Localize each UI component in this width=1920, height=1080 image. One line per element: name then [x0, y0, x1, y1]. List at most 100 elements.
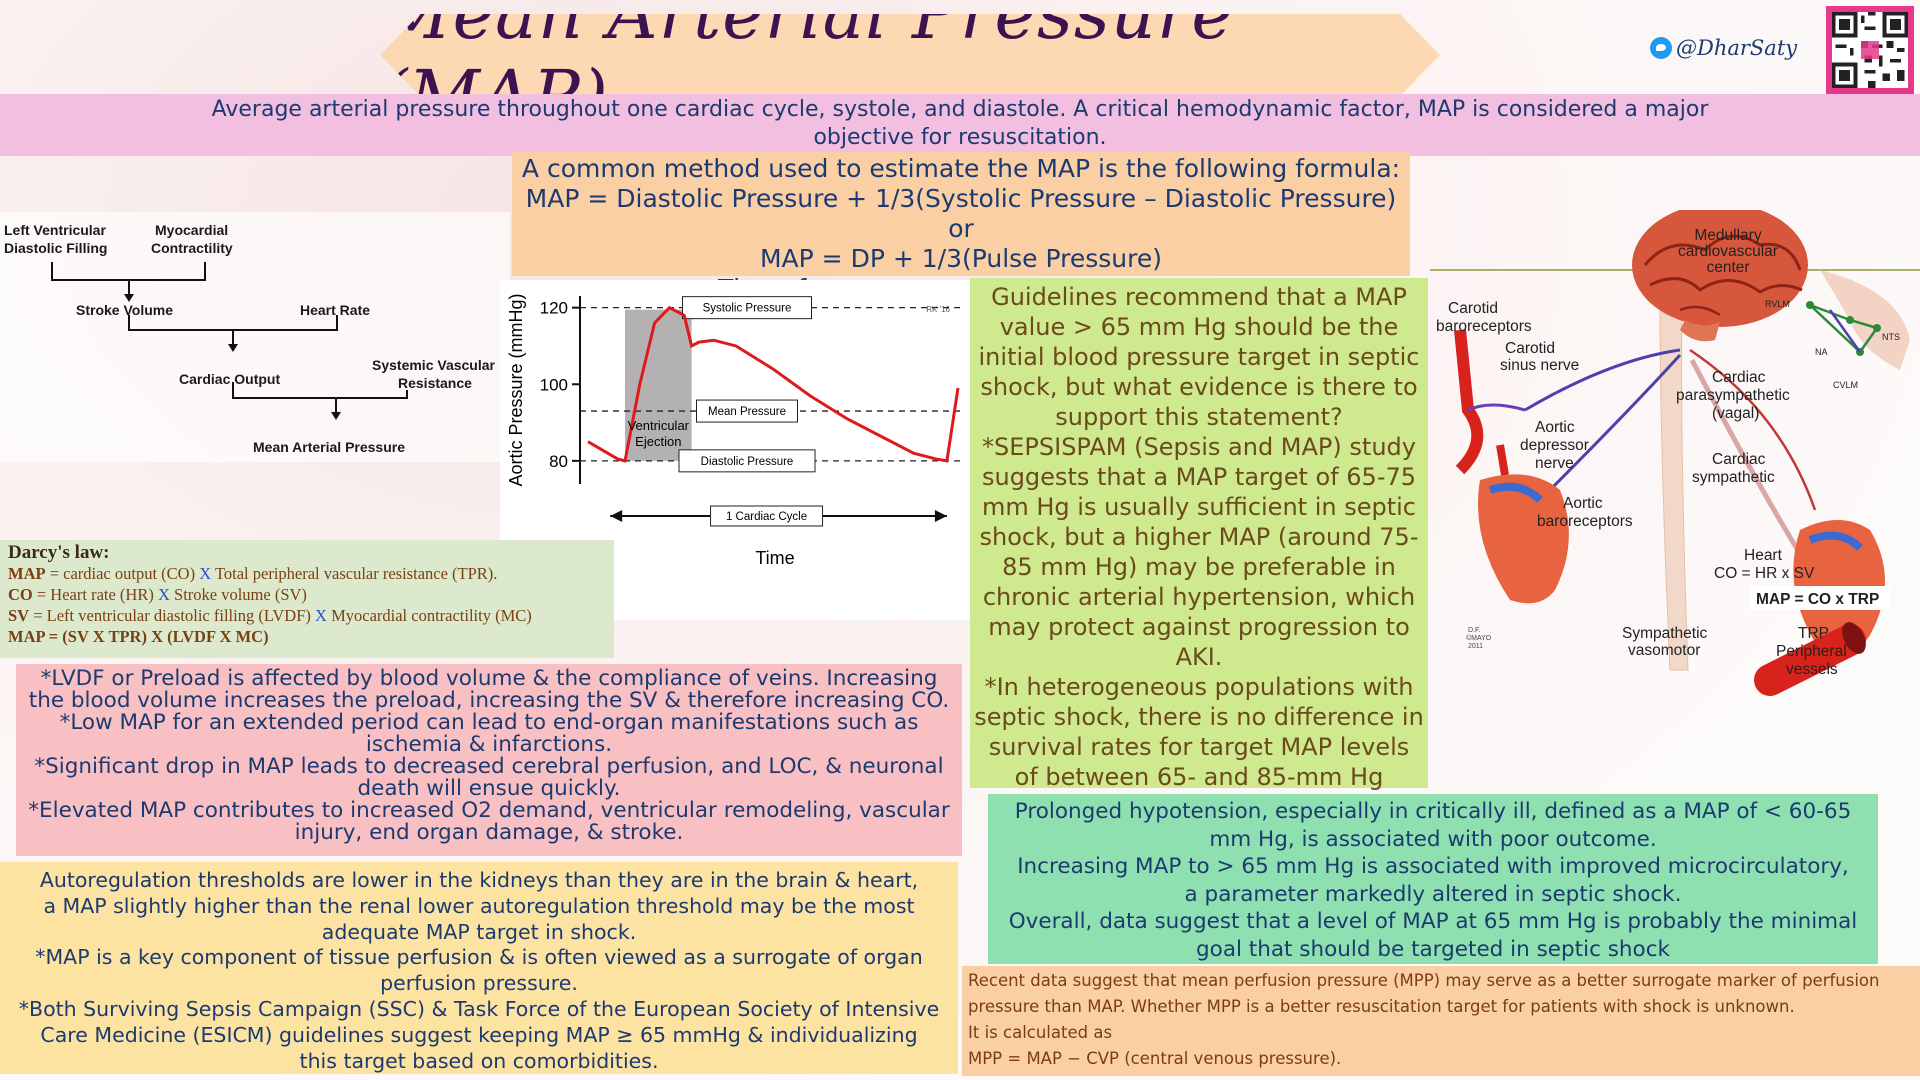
ph-medullary-3: center [1706, 259, 1749, 276]
darcy-times: X [157, 585, 170, 604]
hypo-line-2: mm Hg, is associated with poor outcome. [1209, 826, 1657, 852]
ph-aortic-dep-3: nerve [1535, 455, 1574, 472]
peripheral-vessel-icon [1754, 622, 1866, 696]
guidelines-box: Guidelines recommend that a MAP value > … [970, 278, 1428, 791]
ph-nts: NTS [1882, 332, 1900, 342]
hypo-line-6: goal that should be targeted in septic s… [1196, 936, 1670, 962]
ph-carotid-baro-2: baroreceptors [1436, 318, 1532, 335]
ph-aortic-baro-2: baroreceptors [1537, 513, 1633, 530]
autoreg-line-8: this target based on comorbidities. [299, 1048, 659, 1073]
ventricular-label-1: Ventricular [628, 418, 690, 433]
lvdf-line-8: injury, end organ damage, & stroke. [294, 820, 684, 845]
mpp-line-1: Recent data suggest that mean perfusion … [968, 971, 1880, 990]
arrow-head [610, 510, 623, 522]
cycle-label: 1 Cardiac Cycle [726, 511, 807, 523]
ph-aortic-baro-1: Aortic [1563, 495, 1603, 512]
darcy-text: Myocardial contractility (MC) [326, 606, 532, 625]
heart-left-icon [1478, 444, 1569, 604]
fc-svr-1: Systemic Vascular [372, 357, 496, 373]
reference-label-box [682, 296, 812, 320]
brain-icon [1632, 203, 1808, 342]
medullary-insert [1806, 301, 1881, 356]
fc-lvdf-1: Left Ventricular [4, 222, 106, 238]
ph-parasym-3: (vagal) [1712, 405, 1759, 422]
ph-na: NA [1815, 347, 1828, 357]
ph-credit-2: ©MAYO [1466, 634, 1492, 642]
darcy-label: SV [8, 606, 30, 625]
ph-map-eq-bg [1750, 586, 1890, 610]
darcy-row-sv: SV = Left ventricular diastolic filling … [8, 605, 606, 626]
lvdf-line-6: death will ensue quickly. [357, 776, 621, 801]
pressure-curve [587, 305, 960, 463]
darcy-text: = Heart rate (HR) [32, 585, 158, 604]
fc-co: Cardiac Output [179, 371, 280, 387]
y-tick-label: 100 [540, 375, 568, 394]
darcy-text: Total peripheral vascular resistance (TP… [211, 564, 498, 583]
ph-parasym-2: parasympathetic [1676, 387, 1790, 404]
fc-hr: Heart Rate [300, 302, 370, 318]
ph-heart-2: CO = HR x SV [1714, 565, 1815, 582]
darcy-row-map: MAP = cardiac output (CO) X Total periph… [8, 563, 606, 584]
autoreg-line-2: a MAP slightly higher than the renal low… [43, 893, 915, 918]
darcy-times: X [199, 564, 212, 583]
lvdf-line-2: the blood volume increases the preload, … [28, 688, 950, 713]
preload-effects-box: *LVDF or Preload is affected by blood vo… [16, 664, 962, 856]
darcy-label: CO [8, 585, 33, 604]
reference-label-box [696, 399, 798, 423]
ph-trp-3: vessels [1786, 661, 1838, 678]
reference-label: Systolic Pressure [703, 303, 792, 315]
lvdf-line-7: *Elevated MAP contributes to increased O… [28, 798, 950, 823]
ph-heart-1: Heart [1744, 547, 1783, 564]
hypo-line-1: Prolonged hypotension, especially in cri… [1014, 799, 1852, 824]
mpp-line-4: MPP = MAP − CVP (central venous pressure… [968, 1049, 1342, 1068]
formula-line-1: A common method used to estimate the MAP… [521, 154, 1401, 183]
fc-map: Mean Arterial Pressure [253, 439, 405, 455]
autoreg-line-3: adequate MAP target in shock. [321, 919, 637, 944]
ph-sym-2: sympathetic [1692, 469, 1775, 486]
ph-carotid-sinus-1: Carotid [1505, 340, 1555, 357]
intro-definition: Average arterial pressure throughout one… [0, 94, 1920, 156]
autoregulation-box: Autoregulation thresholds are lower in t… [0, 862, 958, 1074]
darcy-label: MAP [8, 564, 46, 583]
chart-credit: RK '16 [926, 305, 950, 314]
twitter-icon [1650, 37, 1672, 59]
ph-trp-1: TRP [1798, 625, 1829, 642]
vagal-path [1689, 348, 1817, 511]
autoreg-line-5: perfusion pressure. [380, 971, 578, 996]
ph-credit-3: 2011 [1468, 643, 1483, 650]
fc-mc-1: Myocardial [155, 222, 228, 238]
lvdf-line-1: *LVDF or Preload is affected by blood vo… [40, 666, 938, 691]
twitter-handle[interactable]: @DharSaty [1650, 36, 1797, 60]
ph-credit-1: D.F. [1468, 627, 1481, 634]
afferent-nerve [1524, 348, 1681, 412]
aortic-depressor-nerve-path [1538, 353, 1682, 502]
handle-text: @DharSaty [1676, 36, 1798, 60]
darcy-text: Stroke volume (SV) [169, 585, 307, 604]
ph-aortic-dep-2: depressor [1520, 437, 1589, 454]
lvdf-line-5: *Significant drop in MAP leads to decrea… [34, 754, 944, 779]
ventricular-label-2: Ejection [635, 434, 681, 449]
guidelines-para-1: Guidelines recommend that a MAP value > … [978, 283, 1420, 431]
darcy-text: = Left ventricular diastolic filling (LV… [29, 606, 316, 625]
guidelines-para-2: *SEPSISPAM (Sepsis and MAP) study sugges… [979, 433, 1419, 671]
darcy-row-co: CO = Heart rate (HR) X Stroke volume (SV… [8, 584, 606, 605]
reference-label-box [678, 449, 816, 473]
ph-rvlm: RVLM [1765, 299, 1790, 309]
flowchart-diagram: Left Ventricular Diastolic Filling Myoca… [4, 222, 496, 455]
mpp-line-3: It is calculated as [968, 1023, 1113, 1042]
ph-cvlm: CVLM [1833, 380, 1858, 390]
lvdf-line-4: ischemia & infarctions. [365, 732, 613, 757]
ph-sym-1: Cardiac [1712, 451, 1766, 468]
fc-lvdf-2: Diastolic Filling [4, 240, 107, 256]
guidelines-para-3: *In heterogeneous populations with septi… [974, 673, 1424, 791]
hypo-line-3: Increasing MAP to > 65 mm Hg is associat… [1017, 854, 1849, 879]
ph-aortic-dep-1: Aortic [1535, 419, 1575, 436]
ph-trp-2: Peripheral [1776, 643, 1847, 660]
formula-line-2: MAP = Diastolic Pressure + 1/3(Systolic … [525, 184, 1397, 243]
arrow-head [934, 510, 947, 522]
formula-box: A common method used to estimate the MAP… [512, 152, 1410, 303]
ph-map-eq: MAP = CO x TRP [1756, 591, 1879, 608]
hypo-line-4: a parameter markedly altered in septic s… [1184, 881, 1682, 907]
map-determinants-flowchart: Left Ventricular Diastolic Filling Myoca… [0, 212, 510, 462]
spinal-cord [1659, 304, 1689, 671]
